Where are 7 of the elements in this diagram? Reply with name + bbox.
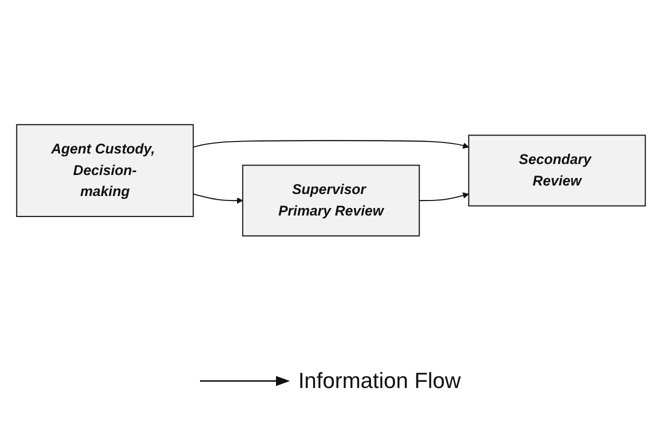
arrow: [192, 140, 469, 148]
node-box: Agent Custody, Decision-making: [16, 124, 194, 217]
node-box: Secondary Review: [468, 134, 646, 206]
arrow: [192, 193, 242, 204]
node-box: Supervisor Primary Review: [242, 164, 420, 236]
arrow: [418, 192, 469, 201]
legend-text: Information Flow: [298, 368, 461, 394]
